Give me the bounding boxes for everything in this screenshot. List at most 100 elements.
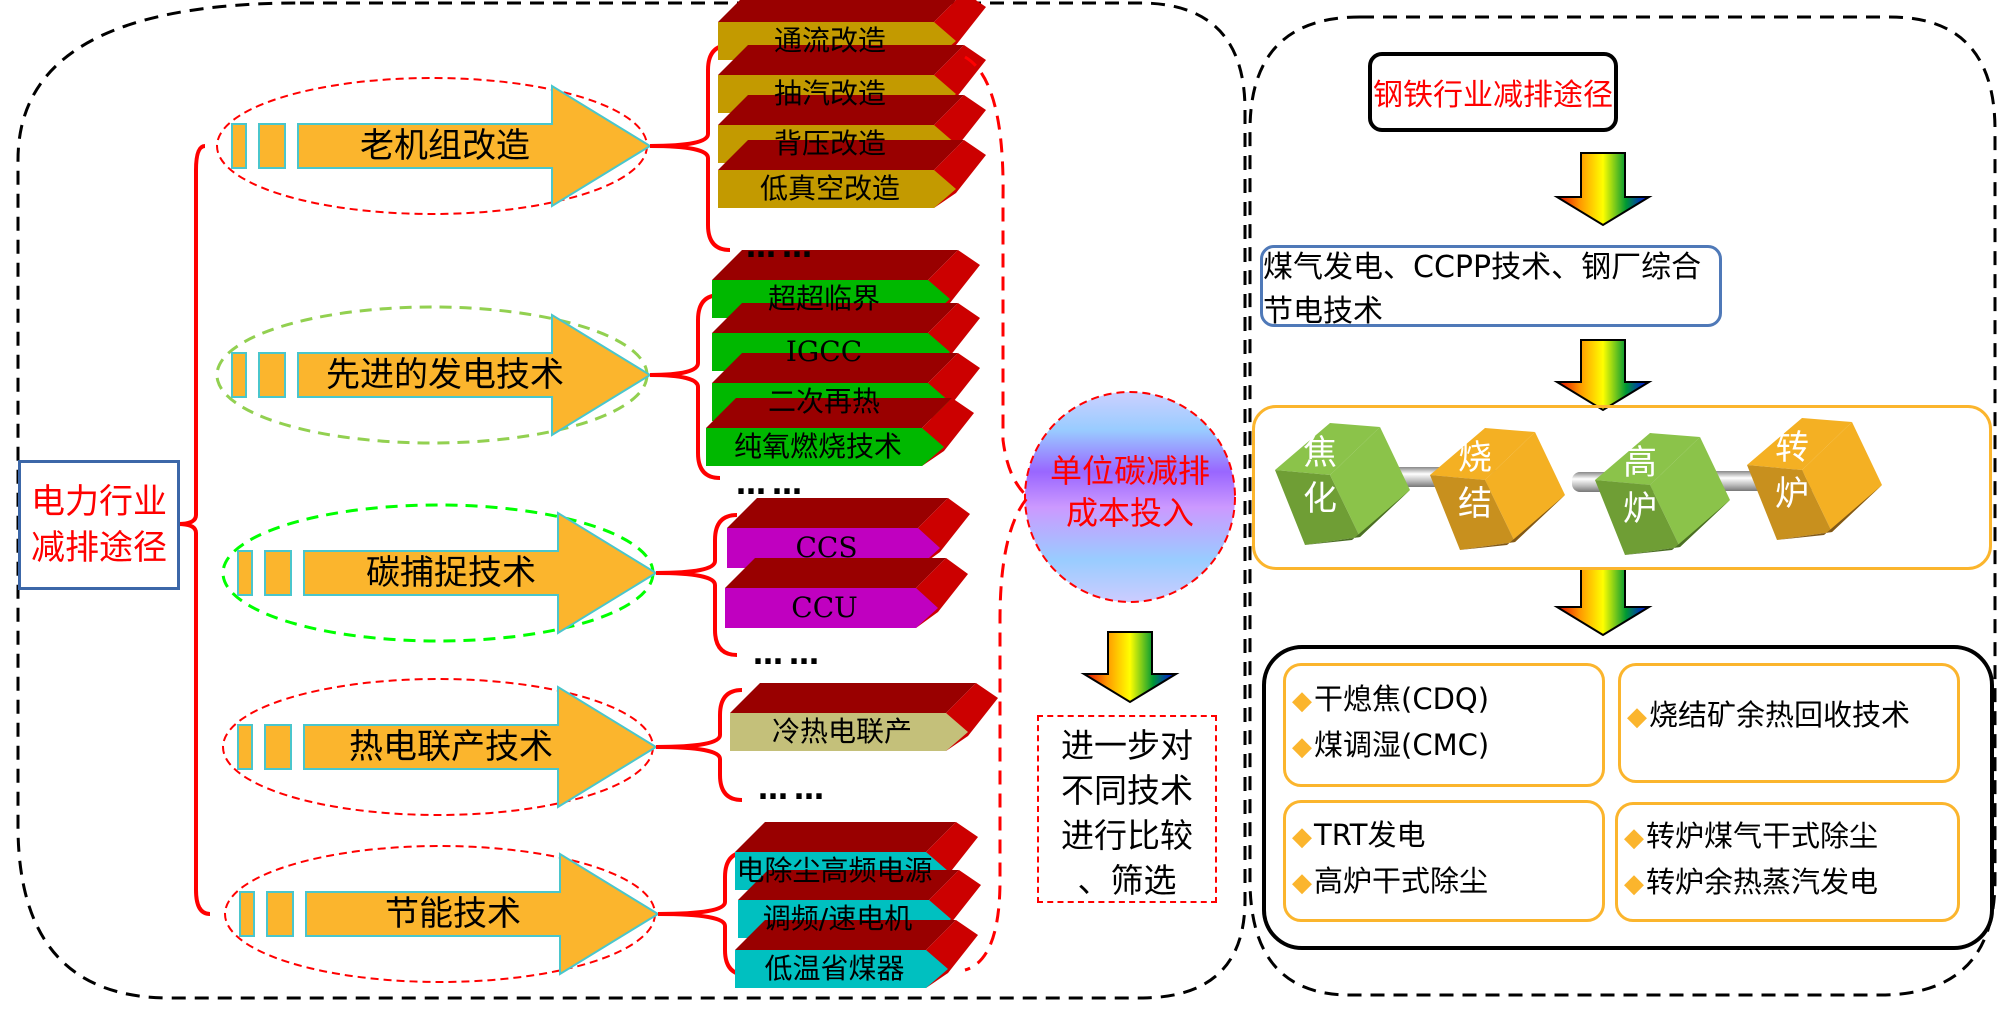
- category-arrow: [303, 511, 658, 635]
- sub-tech-label: 二次再热: [767, 385, 880, 418]
- sub-tech-label: 纯氧燃烧技术: [733, 430, 902, 463]
- sub-tech-label: 背压改造: [773, 127, 886, 160]
- process-chain-panel: [1252, 405, 1992, 570]
- process-step-char: 化: [1303, 479, 1337, 519]
- process-step-char: 烧: [1458, 438, 1492, 478]
- tech-group-2: ◆烧结矿余热回收技术: [1618, 663, 1960, 783]
- process-step-char: 转: [1775, 428, 1809, 468]
- category-arrow: [305, 852, 660, 976]
- diamond-bullet-icon: ◆: [1627, 702, 1647, 732]
- diamond-bullet-icon: ◆: [1292, 686, 1312, 716]
- power-tree: [177, 0, 998, 988]
- category-arrow: [303, 685, 658, 809]
- sub-bracket: [655, 688, 743, 802]
- arrow-tail-segment: [231, 352, 247, 398]
- main-bracket: [177, 144, 211, 916]
- diamond-bullet-icon: ◆: [1292, 822, 1312, 852]
- process-step-char: 炉: [1623, 489, 1657, 529]
- category-4: [222, 678, 998, 816]
- sub-bracket: [657, 850, 748, 977]
- process-step-label: 焦化: [1298, 430, 1342, 522]
- power-title-line-1: 电力行业: [31, 482, 167, 522]
- tech-item: ◆转炉煤气干式除尘: [1624, 813, 1878, 855]
- sub-bracket: [649, 43, 731, 252]
- tech-item: ◆转炉余热蒸汽发电: [1624, 859, 1878, 901]
- sub-tech-label: 低温省煤器: [764, 952, 905, 985]
- sub-tech-box: [718, 140, 986, 208]
- category-arrow: [297, 313, 652, 437]
- arrow-tail-segment: [237, 724, 253, 770]
- arrow-tail-segment: [258, 123, 286, 169]
- tech-item-label: 煤调湿(CMC): [1314, 728, 1490, 762]
- sub-tech-label: 超超临界: [767, 282, 880, 315]
- down-arrow-icon: [1553, 339, 1653, 412]
- steel-industry-title: 钢铁行业减排途径: [1368, 52, 1618, 132]
- arrow-tail-segment: [264, 550, 292, 596]
- diamond-bullet-icon: ◆: [1292, 732, 1312, 762]
- tech-item: ◆干熄焦(CDQ): [1292, 676, 1489, 718]
- tech-item-label: 烧结矿余热回收技术: [1649, 698, 1911, 732]
- category-label: 先进的发电技术: [326, 355, 564, 395]
- tech-item-label: 干熄焦(CDQ): [1314, 682, 1490, 716]
- sub-bracket: [655, 513, 738, 657]
- tech-item: ◆煤调湿(CMC): [1292, 722, 1489, 764]
- sub-tech-box: [730, 683, 998, 751]
- process-step-char: 结: [1458, 484, 1492, 524]
- process-cube: [1747, 418, 1882, 540]
- more-ellipsis: ……: [758, 772, 830, 807]
- category-arrow: [297, 84, 652, 208]
- tech-item: ◆TRT发电: [1292, 812, 1425, 854]
- process-step-label: 转炉: [1770, 425, 1814, 517]
- sub-tech-label: 调频/速电机: [762, 902, 913, 935]
- diamond-bullet-icon: ◆: [1624, 823, 1644, 853]
- tech-item-label: 转炉煤气干式除尘: [1646, 819, 1879, 853]
- tech-group-4: ◆转炉煤气干式除尘◆转炉余热蒸汽发电: [1615, 802, 1960, 922]
- process-step-label: 高炉: [1618, 440, 1662, 532]
- steel-panel-border: [1248, 15, 1997, 997]
- category-label: 热电联产技术: [349, 727, 553, 767]
- sub-tech-label: 抽汽改造: [773, 77, 886, 110]
- sub-tech-box: [725, 558, 968, 628]
- compare-note: 进一步对 不同技术 进行比较 、筛选: [1037, 715, 1217, 903]
- sub-tech-label: 电除尘高频电源: [736, 854, 933, 887]
- tech-item-label: 高炉干式除尘: [1314, 864, 1489, 898]
- cost-circle-line-1: 单位碳减排: [1049, 452, 1210, 490]
- sub-tech-label: 通流改造: [773, 24, 886, 57]
- power-industry-title: 电力行业减排途径: [18, 460, 180, 590]
- sub-tech-label: 冷热电联产: [771, 715, 912, 748]
- tech-item-label: 转炉余热蒸汽发电: [1646, 865, 1879, 899]
- compare-line-4: 、筛选: [1077, 861, 1177, 900]
- diamond-bullet-icon: ◆: [1624, 869, 1644, 899]
- arrow-tail-segment: [237, 550, 253, 596]
- category-3: [221, 498, 970, 657]
- power-title-line-2: 减排途径: [31, 528, 167, 568]
- more-ellipsis: ……: [736, 467, 808, 502]
- power-panel-border: [16, 1, 1247, 1000]
- process-step-char: 高: [1623, 443, 1657, 483]
- cost-circle-line-2: 成本投入: [1065, 494, 1194, 532]
- cost-circle: [1024, 391, 1236, 603]
- cost-circle-label: 单位碳减排 成本投入: [1025, 450, 1235, 534]
- connector-arc: [964, 55, 1031, 972]
- category-1: [216, 0, 986, 252]
- category-label: 老机组改造: [360, 126, 530, 166]
- more-ellipsis: ……: [746, 230, 818, 265]
- tech-item-label: TRT发电: [1314, 818, 1426, 852]
- sub-tech-label: CCU: [791, 591, 858, 624]
- down-arrow-icon: [1553, 152, 1653, 227]
- sub-tech-box: [706, 398, 974, 466]
- arrow-tail-segment: [258, 352, 286, 398]
- arrow-tail-segment: [264, 724, 292, 770]
- process-cube: [1595, 433, 1730, 555]
- more-ellipsis: ……: [753, 637, 825, 672]
- tech-group-3: ◆TRT发电◆高炉干式除尘: [1283, 800, 1605, 922]
- process-cube: [1430, 428, 1565, 550]
- sub-bracket: [649, 293, 721, 480]
- tech-item: ◆高炉干式除尘: [1292, 858, 1488, 900]
- sub-tech-box: [735, 920, 978, 988]
- category-label: 节能技术: [385, 894, 521, 934]
- compare-line-3: 进行比较: [1061, 816, 1193, 855]
- tech-item: ◆烧结矿余热回收技术: [1627, 692, 1910, 734]
- process-step-label: 烧结: [1453, 435, 1497, 527]
